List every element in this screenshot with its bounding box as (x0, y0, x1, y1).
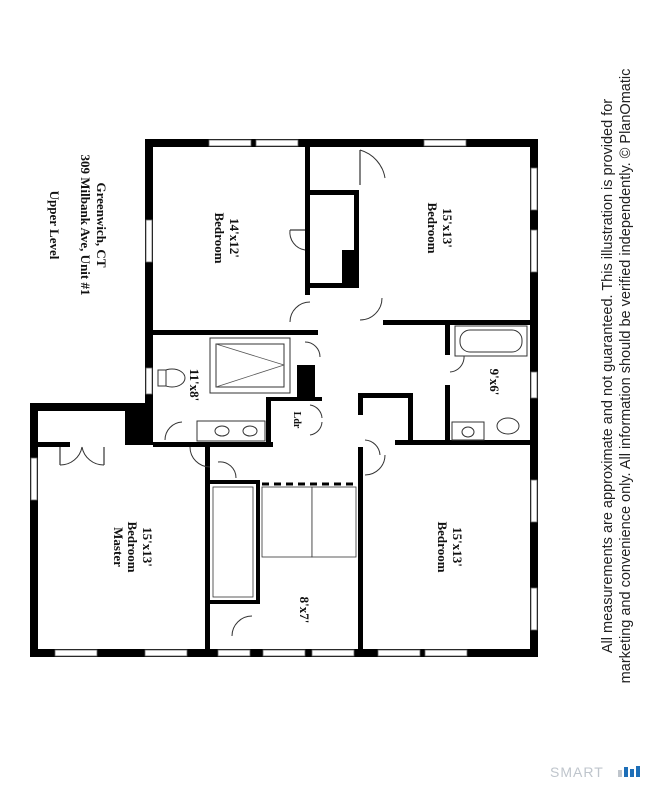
disclaimer: All measurements are approximate and not… (600, 69, 634, 684)
room-labels: Bedroom 14'x12' Bedroom 15'x13' 11'x8' 9… (111, 202, 502, 623)
bedroom-top-right-size: 15'x13' (440, 208, 455, 248)
disclaimer-line-1: All measurements are approximate and not… (600, 99, 616, 653)
bedroom-top-left-name: Bedroom (212, 212, 227, 263)
laundry-label: Ldr (291, 412, 302, 429)
windows (30, 139, 538, 657)
master-bedroom-size: 15'x13' (140, 527, 155, 567)
title-line-2: 309 Milbank Ave, Unit #1 (78, 155, 93, 296)
bath-second-size: 9'x6' (487, 369, 502, 396)
logo-text: SMART (550, 764, 604, 780)
title-line-3: Greenwich, CT (94, 183, 109, 268)
doors (59, 149, 465, 637)
stairs (212, 486, 357, 598)
master-bedroom-name-1: Master (111, 527, 126, 567)
bedroom-bottom-right-name: Bedroom (435, 521, 450, 572)
bath-fixtures (157, 325, 528, 442)
bath-main-size: 11'x8' (187, 369, 202, 402)
title-line-1: Upper Level (47, 191, 62, 260)
plan-title: Upper Level 309 Milbank Ave, Unit #1 Gre… (47, 155, 109, 296)
landing-size: 8'x7' (297, 597, 312, 624)
smart-logo: SMART (550, 764, 640, 780)
bedroom-bottom-right-size: 15'x13' (450, 527, 465, 567)
interior-walls (30, 147, 535, 652)
bedroom-top-left-size: 14'x12' (227, 218, 242, 258)
bedroom-top-right-name: Bedroom (425, 202, 440, 253)
disclaimer-line-2: marketing and convenience only. All info… (618, 69, 634, 684)
master-bedroom-name-2: Bedroom (125, 521, 140, 572)
